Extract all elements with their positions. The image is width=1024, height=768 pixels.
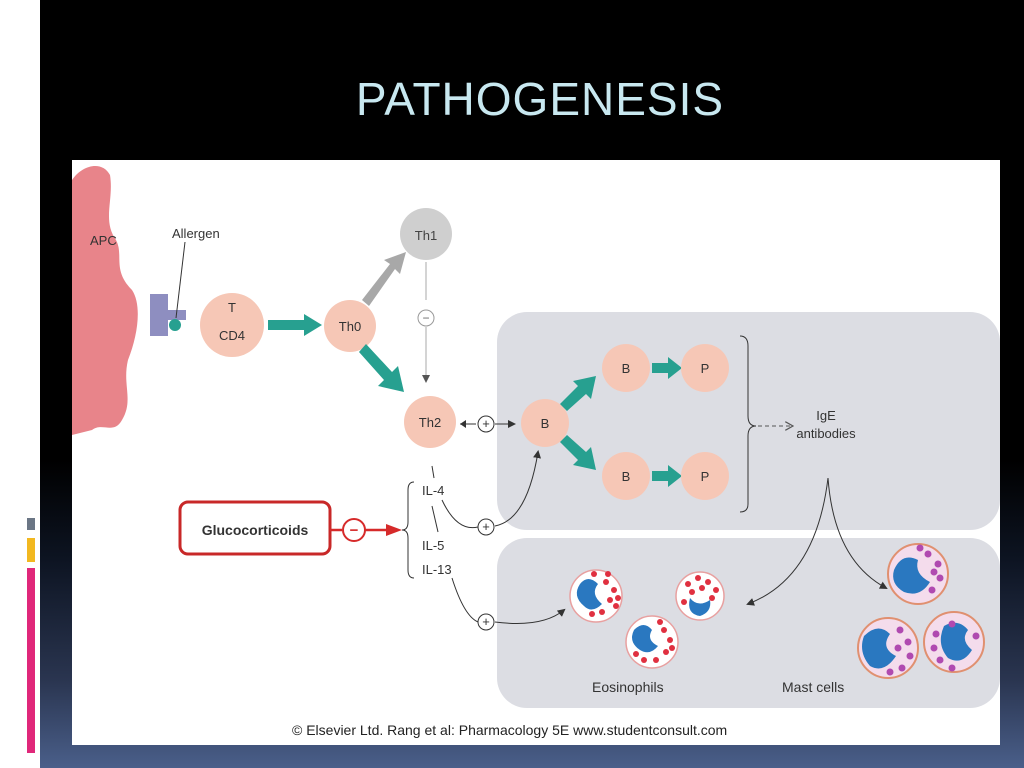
arrow-t-to-th0: [268, 314, 322, 336]
p-lower-label: P: [701, 469, 710, 484]
eosinophil-cell-2: [625, 615, 679, 669]
diagram-panel: APC Allergen T CD4 Th0 Th1 − Th2 + B B P…: [72, 160, 1000, 745]
arrow-b-to-p-upper: [652, 357, 682, 379]
pathogenesis-diagram: APC Allergen T CD4 Th0 Th1 − Th2 + B B P…: [72, 165, 1000, 738]
side-accent-gray: [27, 518, 35, 530]
th2-cell: [404, 396, 456, 448]
il5-label: IL-5: [422, 538, 444, 553]
il4-label: IL-4: [422, 483, 444, 498]
plasma-cell-bracket: [739, 335, 757, 513]
cytokine-bracket: [401, 481, 415, 579]
th0-label: Th0: [339, 319, 361, 334]
b-cell-lower: [602, 452, 650, 500]
th1-cell: [400, 208, 452, 260]
il4-plus-sign: [477, 518, 495, 536]
glucocorticoids-label: Glucocorticoids: [202, 522, 309, 538]
arrow-b-to-b-lower: [560, 435, 596, 470]
side-accent-pink: [27, 568, 35, 753]
apc-label: APC: [90, 233, 117, 248]
allergen-label: Allergen: [172, 226, 220, 241]
b-cell-primary: [521, 399, 569, 447]
side-accent-yellow: [27, 538, 35, 562]
mast-cell-2: [857, 617, 919, 679]
p-cell-lower: [681, 452, 729, 500]
th2-b-plus: +: [482, 416, 490, 431]
th2-label: Th2: [419, 415, 441, 430]
mast-cells-label: Mast cells: [782, 679, 844, 695]
b-primary-label: B: [541, 416, 550, 431]
t-label: T: [228, 300, 236, 315]
glucocorticoids-box: [178, 500, 332, 556]
il5-plus: +: [482, 614, 490, 629]
arrow-b-to-p-lower: [652, 465, 682, 487]
il13-label: IL-13: [422, 562, 452, 577]
ige-label: IgE: [816, 408, 836, 423]
il4-plus: +: [482, 519, 490, 534]
slide-title: PATHOGENESIS: [355, 73, 725, 125]
b-lower-label: B: [622, 469, 631, 484]
arrow-b-to-b-upper: [560, 376, 596, 411]
apc-cell: [72, 165, 138, 435]
il5-plus-sign: [477, 613, 495, 631]
th0-cell: [324, 300, 376, 352]
th2-b-plus-sign: [477, 415, 495, 433]
p-cell-upper: [681, 344, 729, 392]
receptor: [150, 294, 186, 336]
arrow-th0-to-th1: [362, 252, 406, 306]
eosinophil-cell-3: [675, 571, 725, 621]
b-upper-label: B: [622, 361, 631, 376]
t-cd4-cell: [200, 293, 264, 357]
eosinophil-cell-1: [569, 569, 623, 623]
allergen-particle: [169, 319, 181, 331]
arrow-th0-to-th2: [359, 344, 404, 392]
mast-cell-3: [923, 611, 985, 673]
b-cell-upper: [602, 344, 650, 392]
eosinophils-label: Eosinophils: [592, 679, 664, 695]
th1-inhibit-minus: −: [422, 311, 429, 325]
antibodies-label: antibodies: [796, 426, 856, 441]
glucocorticoids-inhibit-minus: −: [350, 522, 359, 539]
copyright-credit: © Elsevier Ltd. Rang et al: Pharmacology…: [292, 722, 727, 738]
decorative-bars: [22, 20, 42, 140]
p-upper-label: P: [701, 361, 710, 376]
mast-cell-1: [887, 543, 949, 605]
th1-inhibit-sign: [417, 309, 435, 327]
th1-label: Th1: [415, 228, 437, 243]
cd4-label: CD4: [219, 328, 245, 343]
